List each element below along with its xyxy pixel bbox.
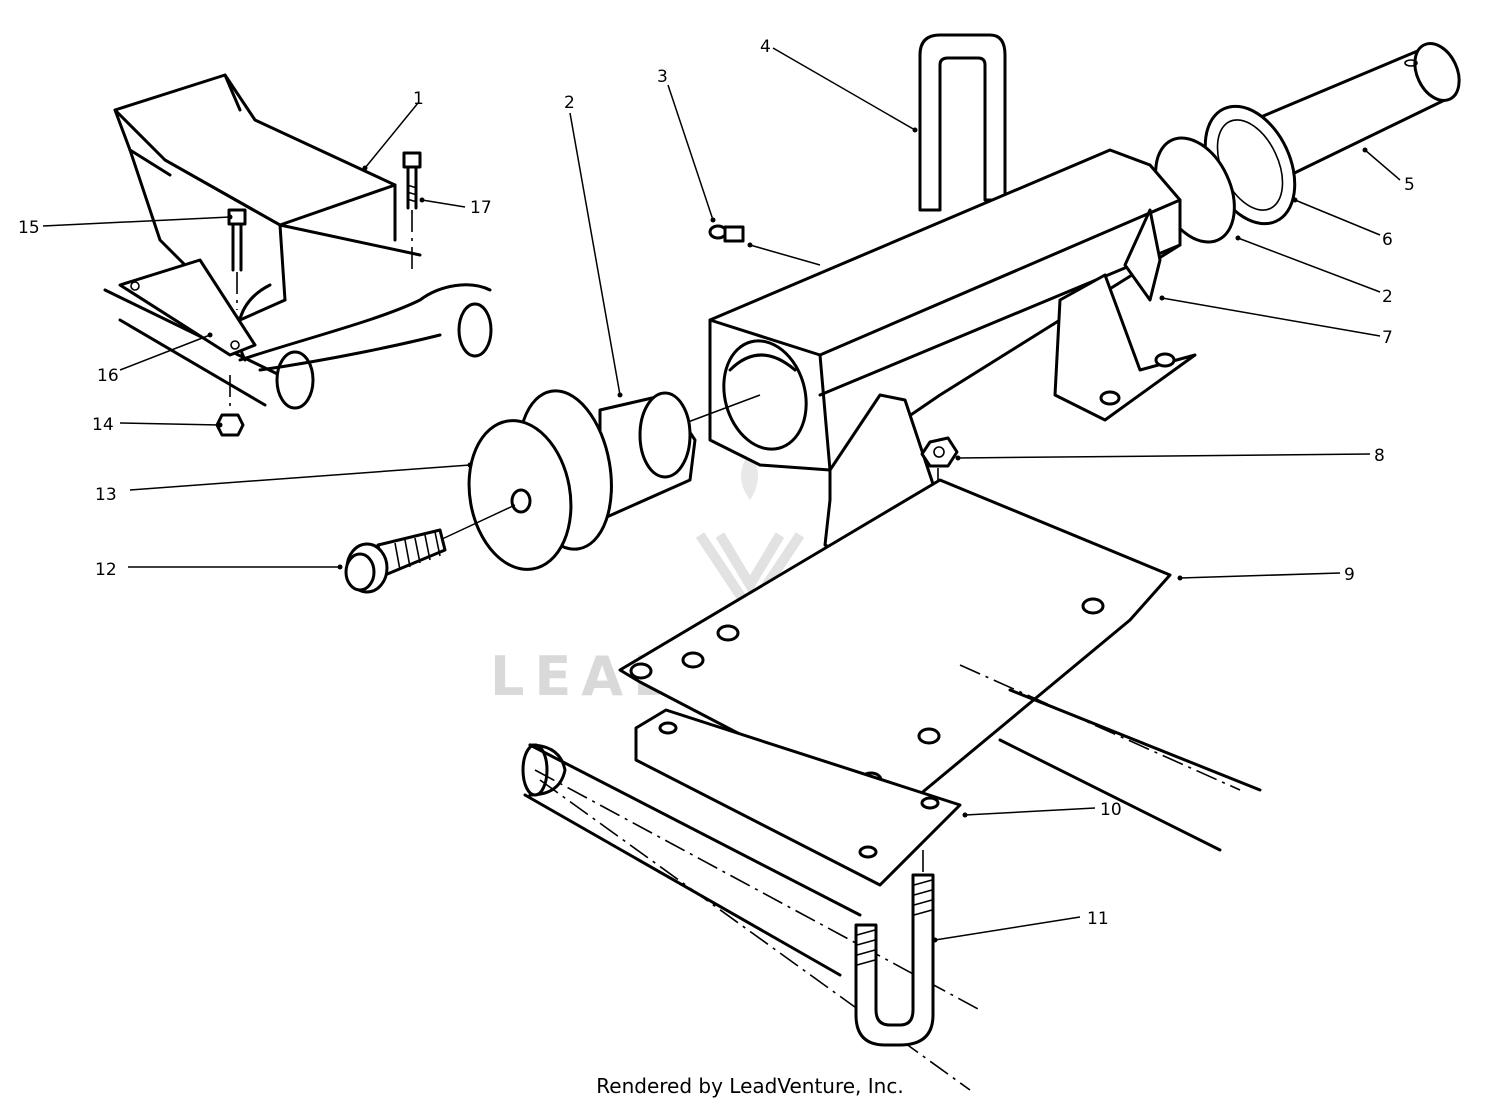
callout-7: 7 bbox=[1382, 328, 1393, 348]
callout-17: 17 bbox=[470, 198, 492, 218]
callout-2-left: 2 bbox=[564, 93, 575, 113]
callout-11: 11 bbox=[1087, 909, 1109, 929]
foot-pedal-inset bbox=[103, 73, 493, 437]
callout-8: 8 bbox=[1374, 446, 1385, 466]
callout-14: 14 bbox=[92, 415, 114, 435]
callout-13: 13 bbox=[95, 485, 117, 505]
callout-4: 4 bbox=[760, 37, 771, 57]
callout-9: 9 bbox=[1344, 565, 1355, 585]
callout-6: 6 bbox=[1382, 230, 1393, 250]
callout-15: 15 bbox=[18, 218, 40, 238]
callout-2-right: 2 bbox=[1382, 287, 1393, 307]
callout-labels: 1 17 15 16 14 2 3 4 5 6 2 7 8 9 10 11 12… bbox=[18, 37, 1415, 929]
callout-1: 1 bbox=[413, 89, 424, 109]
callout-16: 16 bbox=[97, 366, 119, 386]
callout-10: 10 bbox=[1100, 800, 1122, 820]
leader-lines bbox=[42, 47, 1401, 943]
callout-3: 3 bbox=[657, 67, 668, 87]
callout-12: 12 bbox=[95, 560, 117, 580]
callout-5: 5 bbox=[1404, 175, 1415, 195]
footer-credit: Rendered by LeadVenture, Inc. bbox=[596, 1074, 904, 1098]
pivot-assembly bbox=[344, 33, 1461, 1091]
